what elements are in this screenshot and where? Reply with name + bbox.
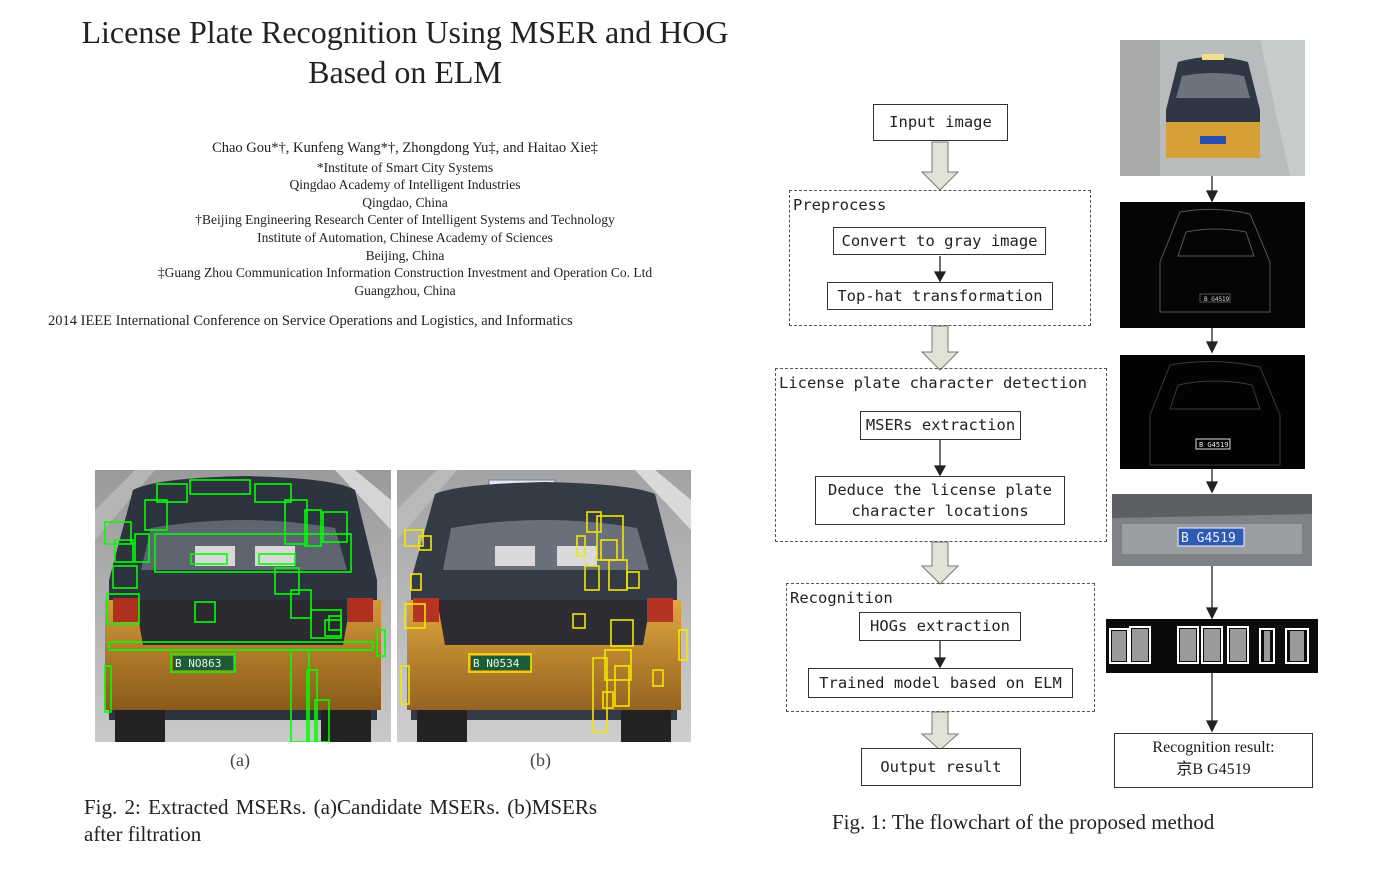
taxi-color-image [1120, 40, 1305, 176]
result-line-1: Recognition result: [1152, 739, 1275, 756]
author-block: Chao Gou*†, Kunfeng Wang*†, Zhongdong Yu… [90, 140, 720, 299]
fig2-caption-line-2: after filtration [84, 822, 202, 846]
input-image-box: Input image [873, 104, 1008, 141]
affil-6: Beijing, China [365, 247, 445, 263]
fig2-caption-line-1: Fig. 2: Extracted MSERs. (a)Candidate MS… [84, 795, 598, 819]
detection-group [775, 368, 1107, 542]
fig1-caption: Fig. 1: The flowchart of the proposed me… [832, 810, 1215, 834]
mser-image: B G4519 [1120, 355, 1305, 469]
crop-plate-text: B G4519 [1181, 531, 1236, 546]
deduce-line-2: character locations [851, 501, 1029, 520]
affil-7: ‡Guang Zhou Communication Information Co… [157, 265, 653, 281]
hogs-box: HOGs extraction [859, 612, 1021, 641]
fig2b-image: B N0534 [397, 470, 691, 742]
result-line-2: 京B G4519 [1176, 761, 1251, 778]
plate-b-text: B N0534 [473, 657, 520, 670]
affil-8: Guangzhou, China [354, 282, 456, 298]
segmented-chars-image [1106, 619, 1318, 673]
gray-box: Convert to gray image [833, 227, 1046, 255]
trained-box: Trained model based on ELM [808, 668, 1073, 698]
preprocess-group [789, 190, 1091, 326]
paper-title: License Plate Recognition Using MSER and… [30, 12, 780, 92]
flowchart-arrows [920, 141, 960, 751]
output-result-box: Output result [861, 748, 1021, 786]
block-arrow-3 [920, 541, 960, 585]
recognition-group [786, 583, 1095, 712]
conference-line: 2014 IEEE International Conference on Se… [48, 313, 573, 329]
gray-tophat-image: B G4519 [1120, 202, 1305, 328]
tophat-plate-text: B G4519 [1204, 296, 1230, 303]
fig2-sublabel-b: (b) [530, 750, 551, 770]
plate-crop-image: B G4519 [1112, 494, 1312, 566]
deduce-line-1: Deduce the license plate [828, 480, 1052, 499]
deduce-box: Deduce the license plate character locat… [815, 476, 1065, 525]
author-names: Chao Gou*†, Kunfeng Wang*†, Zhongdong Yu… [212, 140, 598, 156]
title-line-2: Based on ELM [308, 54, 502, 90]
recognition-result-box: Recognition result: 京B G4519 [1114, 733, 1313, 788]
tophat-box: Top-hat transformation [827, 282, 1053, 310]
detection-label: License plate character detection [779, 374, 1087, 392]
block-arrow-2 [920, 325, 960, 371]
block-arrow-1 [920, 141, 960, 191]
fig2-sublabel-a: (a) [230, 750, 250, 770]
affil-1: *Institute of Smart City Systems [316, 159, 494, 175]
title-line-1: License Plate Recognition Using MSER and… [81, 14, 729, 50]
msers-box: MSERs extraction [860, 411, 1021, 440]
affil-3: Qingdao, China [362, 194, 448, 210]
recognition-label: Recognition [790, 589, 893, 607]
block-arrow-4 [920, 711, 960, 751]
affil-5: Institute of Automation, Chinese Academy… [257, 229, 553, 245]
affil-2: Qingdao Academy of Intelligent Industrie… [289, 177, 521, 193]
fig2a-image: B NO863 [95, 470, 391, 742]
right-column-arrows [1205, 176, 1219, 733]
fig2-caption: Fig. 2: Extracted MSERs. (a)Candidate MS… [84, 794, 724, 848]
mser-plate-text: B G4519 [1199, 441, 1229, 449]
plate-a-text: B NO863 [175, 657, 221, 670]
preprocess-label: Preprocess [793, 196, 887, 214]
affil-4: †Beijing Engineering Research Center of … [195, 212, 615, 228]
